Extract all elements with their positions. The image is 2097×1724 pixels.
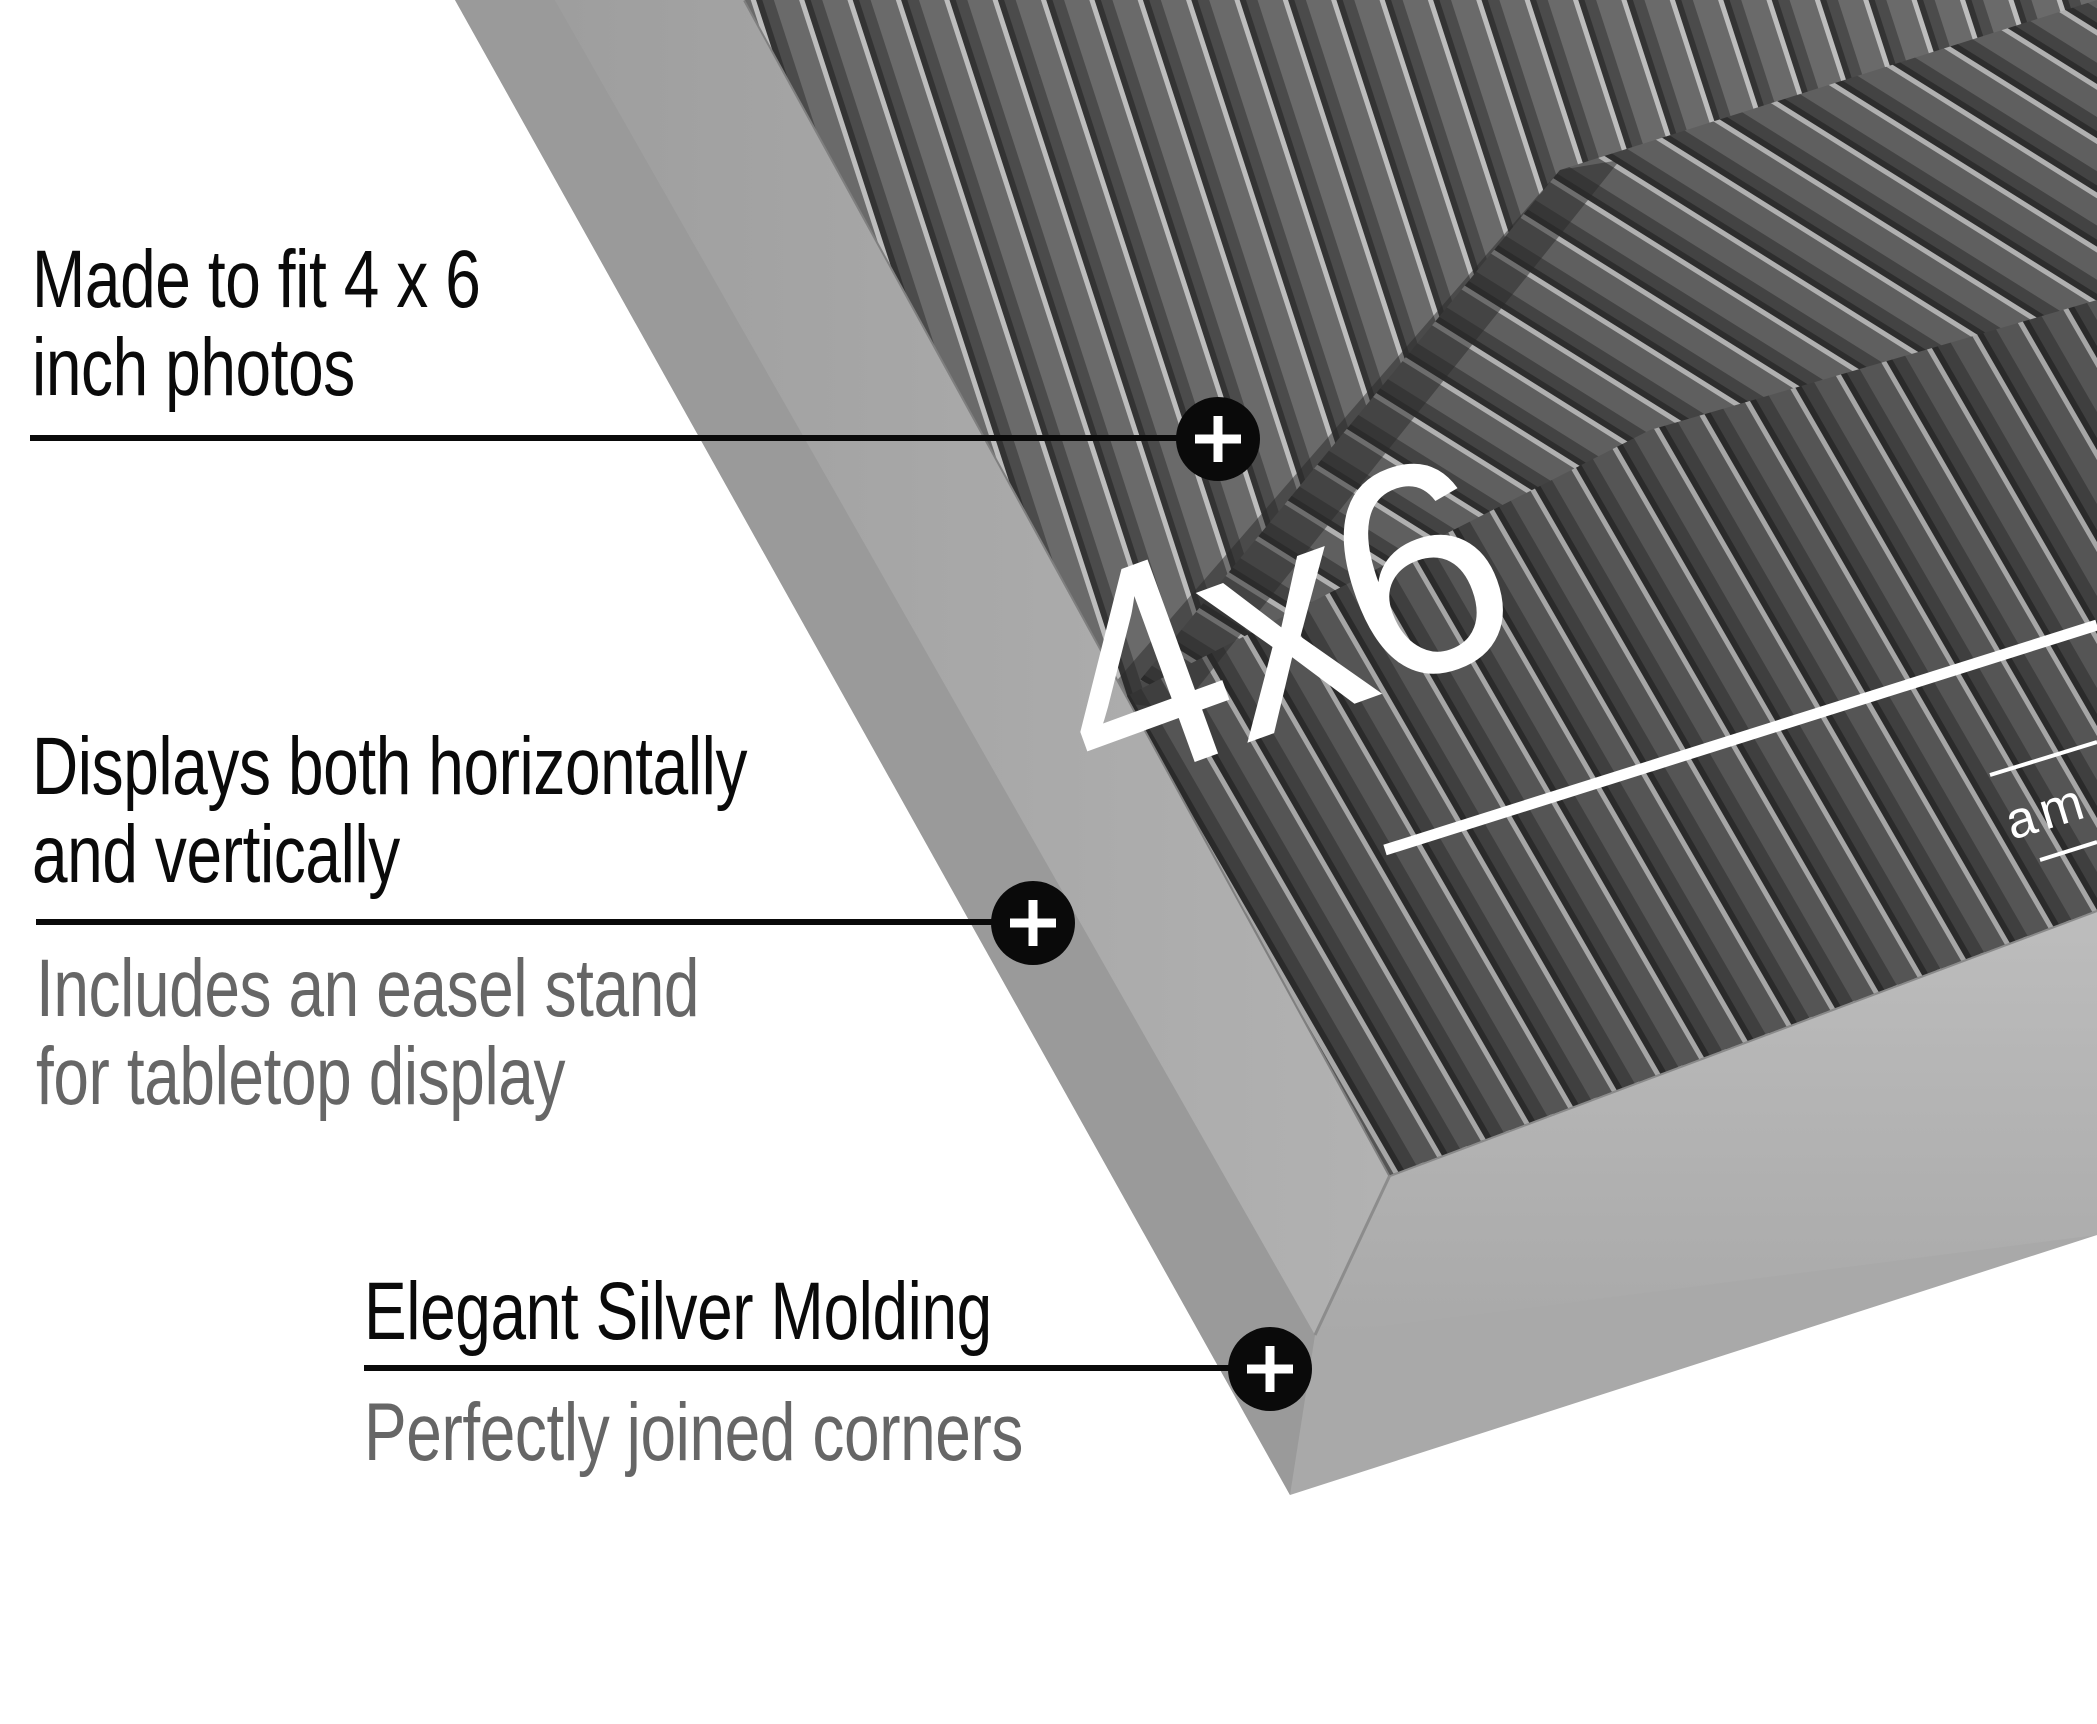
callout-3-subtext: Perfectly joined corners	[364, 1389, 1023, 1477]
plus-circle-icon[interactable]	[1228, 1327, 1312, 1411]
overlay-rule-long	[1383, 619, 2097, 856]
plus-circle-icon[interactable]	[1176, 397, 1260, 481]
frame-bottom-molding	[1315, 910, 2097, 1335]
plus-circle-icon[interactable]	[991, 881, 1075, 965]
overlay-rule-short	[1989, 740, 2097, 777]
callout-3-heading: Elegant Silver Molding	[364, 1268, 992, 1356]
callout-1-heading: Made to fit 4 x 6 inch photos	[32, 234, 481, 413]
callout-1-heading-line-1: Made to fit 4 x 6	[32, 234, 481, 325]
callout-1-heading-line-2: inch photos	[32, 322, 355, 413]
callout-3-rule	[364, 1365, 1264, 1371]
callout-2-heading-line-2: and vertically	[32, 809, 400, 900]
callout-3-heading-line-1: Elegant Silver Molding	[364, 1266, 992, 1357]
callout-2-rule	[36, 919, 1036, 925]
callout-3-subtext-line-1: Perfectly joined corners	[364, 1387, 1023, 1478]
callout-2-subtext-line-2: for tabletop display	[36, 1031, 566, 1122]
callout-2-heading: Displays both horizontally and verticall…	[32, 723, 747, 899]
callout-1-rule	[30, 435, 1218, 441]
callout-2-subtext-line-1: Includes an easel stand	[36, 943, 700, 1034]
frame-left-molding	[555, 0, 1390, 1335]
callout-2-heading-line-1: Displays both horizontally	[32, 721, 748, 812]
callout-2-subtext: Includes an easel stand for tabletop dis…	[36, 945, 699, 1121]
